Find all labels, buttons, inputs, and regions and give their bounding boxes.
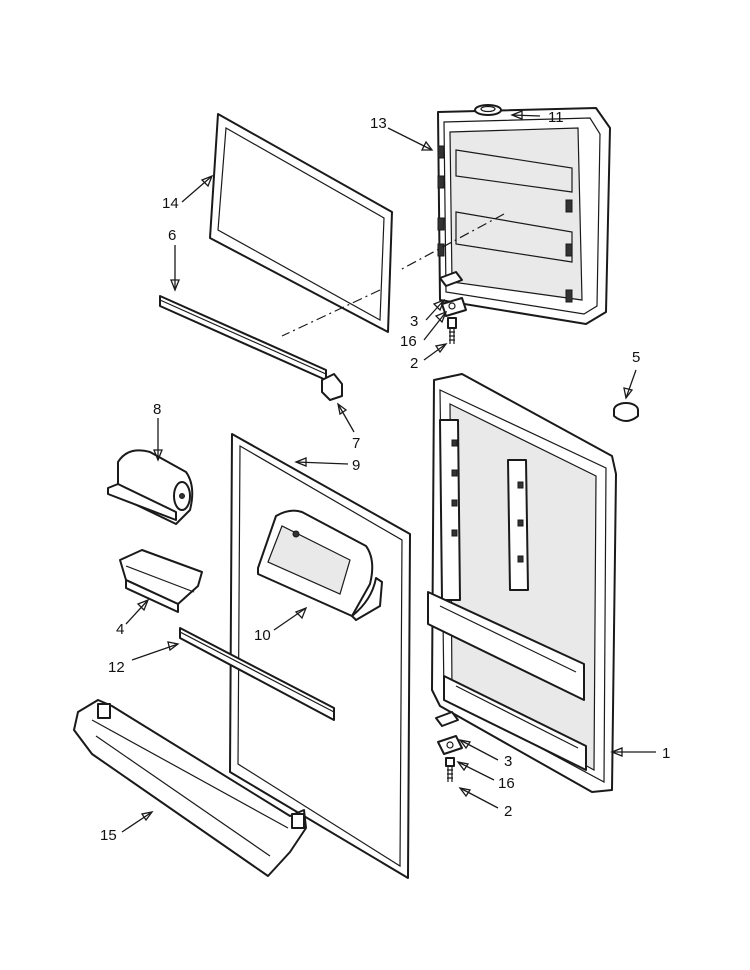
callout-15: 15 (100, 827, 117, 844)
callout-4: 4 (116, 621, 124, 638)
callout-16-lower: 16 (498, 775, 515, 792)
callout-7: 7 (352, 435, 360, 452)
callout-5: 5 (632, 349, 640, 366)
assembly-line-lower (281, 289, 381, 337)
refrigerator-door (427, 373, 617, 793)
lower-hinge-assembly (435, 711, 463, 782)
door-bin-part-4 (119, 549, 203, 613)
callout-6: 6 (168, 227, 176, 244)
strip-end-cap-part-7 (321, 373, 343, 401)
leader-lines (121, 110, 656, 833)
callout-9: 9 (352, 457, 360, 474)
callout-8: 8 (153, 401, 161, 418)
door-plug-part-11 (474, 104, 502, 116)
gallon-bin-part-15 (73, 699, 307, 877)
callout-3-lower: 3 (504, 753, 512, 770)
freezer-door-strip (159, 295, 327, 381)
callout-11: 11 (548, 109, 564, 126)
freezer-gasket (209, 113, 393, 333)
callout-1: 1 (662, 745, 670, 762)
callout-3-upper: 3 (410, 313, 418, 330)
plug-part-5 (613, 402, 639, 422)
callout-2-lower: 2 (504, 803, 512, 820)
callout-12: 12 (108, 659, 125, 676)
callout-14: 14 (162, 195, 179, 212)
door-strip-part-12 (179, 627, 335, 721)
callout-2-upper: 2 (410, 355, 418, 372)
freezer-door (437, 107, 611, 325)
shelf-bin-part-10 (257, 509, 383, 621)
upper-hinge-assembly (439, 271, 467, 344)
callout-16-upper: 16 (400, 333, 417, 350)
callout-13: 13 (370, 115, 387, 132)
callout-10: 10 (254, 627, 271, 644)
dairy-bin-part-8 (107, 449, 194, 525)
